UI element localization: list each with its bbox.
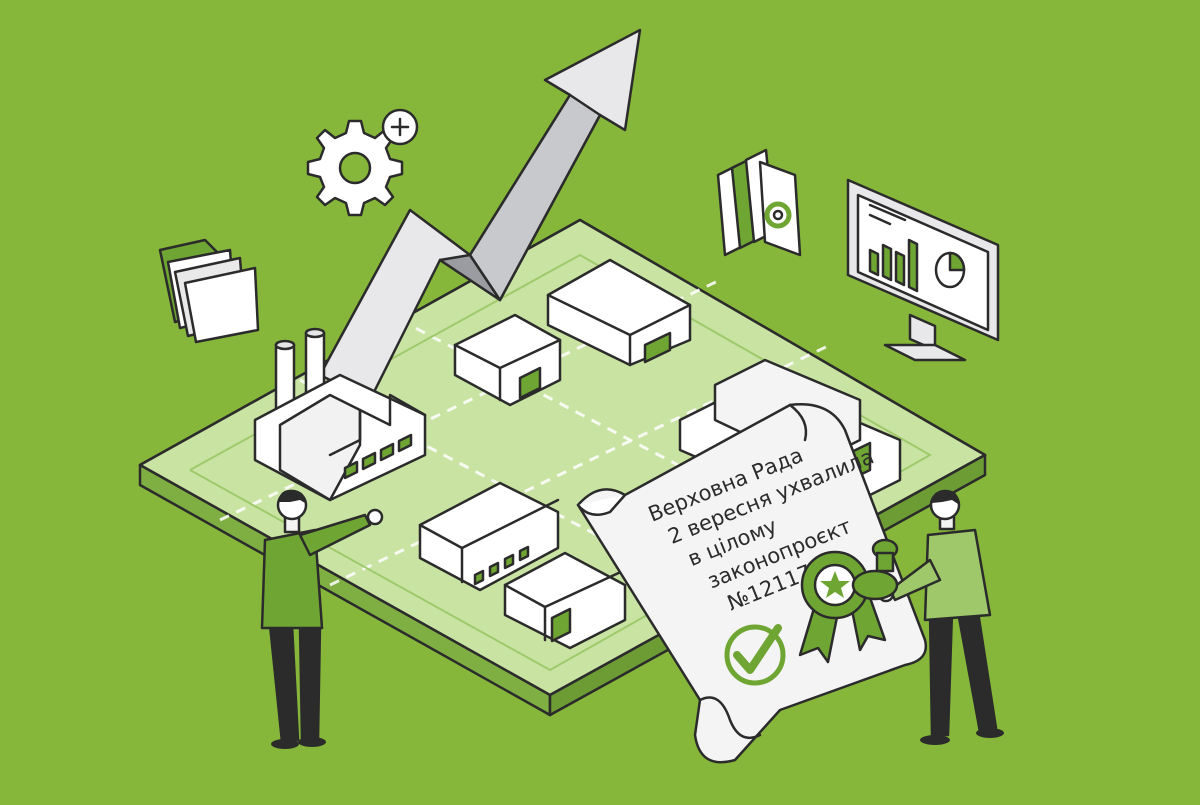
stamp-icon (851, 538, 899, 601)
gear-icon (306, 108, 419, 217)
warehouse-1 (453, 313, 562, 407)
document-scroll (576, 403, 928, 764)
factory-building (253, 327, 427, 502)
award-badge-icon (798, 550, 887, 664)
person-with-stamp (851, 489, 1004, 745)
warehouse-2 (546, 258, 692, 367)
checkmark-icon (724, 624, 786, 686)
monitor-chart-icon (846, 178, 1000, 362)
warehouse-3 (418, 481, 560, 592)
binders-icon (716, 148, 802, 257)
folder-icon (158, 238, 260, 344)
warehouse-4 (503, 551, 627, 650)
growth-arrow-icon (318, 28, 642, 402)
person-pointing (260, 489, 384, 749)
